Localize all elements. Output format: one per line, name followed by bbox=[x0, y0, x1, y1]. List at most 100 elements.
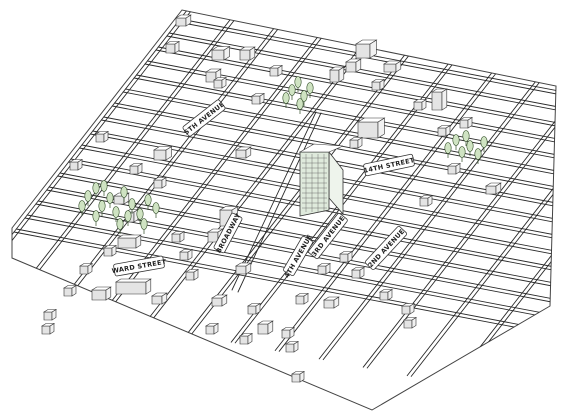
building-block bbox=[102, 244, 118, 257]
building-block bbox=[458, 116, 474, 129]
avenue-line bbox=[318, 58, 554, 360]
building-block bbox=[40, 322, 56, 335]
street-line bbox=[144, 63, 556, 171]
avenue-line bbox=[234, 42, 470, 344]
building-block bbox=[114, 278, 152, 295]
street-line bbox=[24, 217, 556, 325]
street-line bbox=[92, 130, 556, 238]
building-block bbox=[62, 284, 78, 297]
tree-icon bbox=[474, 148, 482, 164]
avenue-line bbox=[12, 10, 246, 301]
building-block bbox=[90, 286, 112, 301]
tree-icon bbox=[296, 98, 304, 114]
building-block bbox=[350, 266, 366, 279]
building-block bbox=[328, 66, 345, 83]
broadway-line bbox=[237, 112, 322, 293]
building-block bbox=[354, 39, 378, 59]
building-block bbox=[382, 60, 402, 73]
building-block bbox=[174, 14, 192, 27]
building-block bbox=[152, 176, 168, 189]
tree-icon bbox=[300, 90, 308, 106]
tree-icon bbox=[140, 218, 148, 234]
avenue-line bbox=[12, 10, 206, 294]
building-block bbox=[152, 145, 173, 161]
building-block bbox=[400, 302, 416, 315]
avenue-line bbox=[274, 50, 510, 351]
building-block bbox=[212, 76, 228, 89]
avenue-line bbox=[410, 75, 556, 377]
building-block bbox=[370, 78, 386, 91]
building-block bbox=[238, 332, 254, 345]
tree-icon bbox=[144, 194, 152, 210]
tree-icon bbox=[92, 182, 100, 198]
tree-icon bbox=[112, 206, 120, 222]
building-block bbox=[116, 234, 142, 249]
tree-icon bbox=[98, 200, 106, 216]
street-line bbox=[146, 60, 556, 168]
building-block bbox=[316, 262, 332, 275]
street-line bbox=[79, 147, 556, 255]
avenue-line bbox=[278, 50, 514, 352]
building-block bbox=[250, 92, 266, 105]
building-block bbox=[210, 45, 231, 61]
tree-icon bbox=[462, 130, 470, 146]
buildings-layer bbox=[40, 14, 502, 383]
avenue-line bbox=[58, 10, 294, 310]
street-line bbox=[136, 74, 556, 182]
avenue-line bbox=[366, 67, 556, 369]
building-block bbox=[322, 296, 340, 309]
building-block bbox=[290, 370, 306, 383]
building-block bbox=[430, 88, 448, 111]
building-block bbox=[128, 162, 144, 175]
tree-icon bbox=[466, 140, 474, 156]
street-line bbox=[168, 32, 556, 140]
avenue-line bbox=[230, 41, 466, 343]
street-line bbox=[26, 214, 556, 322]
street-line bbox=[70, 158, 556, 266]
tree-icon bbox=[282, 92, 290, 108]
park-trees-layer bbox=[78, 76, 488, 234]
building-block bbox=[294, 292, 310, 305]
tree-icon bbox=[444, 142, 452, 158]
tree-icon bbox=[84, 190, 92, 206]
avenue-line bbox=[450, 83, 556, 385]
building-block bbox=[68, 158, 84, 171]
building-block bbox=[418, 194, 434, 207]
street-line bbox=[89, 133, 556, 241]
building-block bbox=[338, 250, 354, 263]
tree-icon bbox=[136, 208, 144, 224]
building-block bbox=[42, 308, 58, 321]
building-block bbox=[344, 58, 362, 73]
tree-icon bbox=[120, 186, 128, 202]
tree-icon bbox=[152, 202, 160, 218]
tree-icon bbox=[116, 218, 124, 234]
tree-icon bbox=[306, 82, 314, 98]
tree-icon bbox=[128, 198, 136, 214]
building-block bbox=[184, 268, 200, 281]
street-line bbox=[81, 144, 556, 252]
building-block bbox=[164, 40, 181, 54]
building-block bbox=[238, 46, 256, 61]
street-line bbox=[100, 119, 556, 227]
tree-icon bbox=[458, 146, 466, 162]
building-block bbox=[94, 130, 110, 143]
avenue-line bbox=[14, 10, 250, 302]
building-block bbox=[348, 136, 364, 149]
tree-icon bbox=[452, 134, 460, 150]
avenue-line bbox=[406, 75, 556, 377]
building-block bbox=[234, 262, 252, 275]
building-block bbox=[268, 64, 284, 77]
tree-icon bbox=[480, 136, 488, 152]
building-block bbox=[150, 292, 168, 305]
building-block bbox=[412, 98, 428, 111]
tree-icon bbox=[92, 210, 100, 226]
building-block bbox=[402, 316, 418, 329]
building-block bbox=[170, 230, 186, 243]
tree-icon bbox=[106, 192, 114, 208]
tree-icon bbox=[124, 210, 132, 226]
tree-icon bbox=[288, 84, 296, 100]
building-block bbox=[356, 117, 386, 139]
building-block bbox=[284, 340, 300, 353]
building-block bbox=[378, 288, 394, 301]
